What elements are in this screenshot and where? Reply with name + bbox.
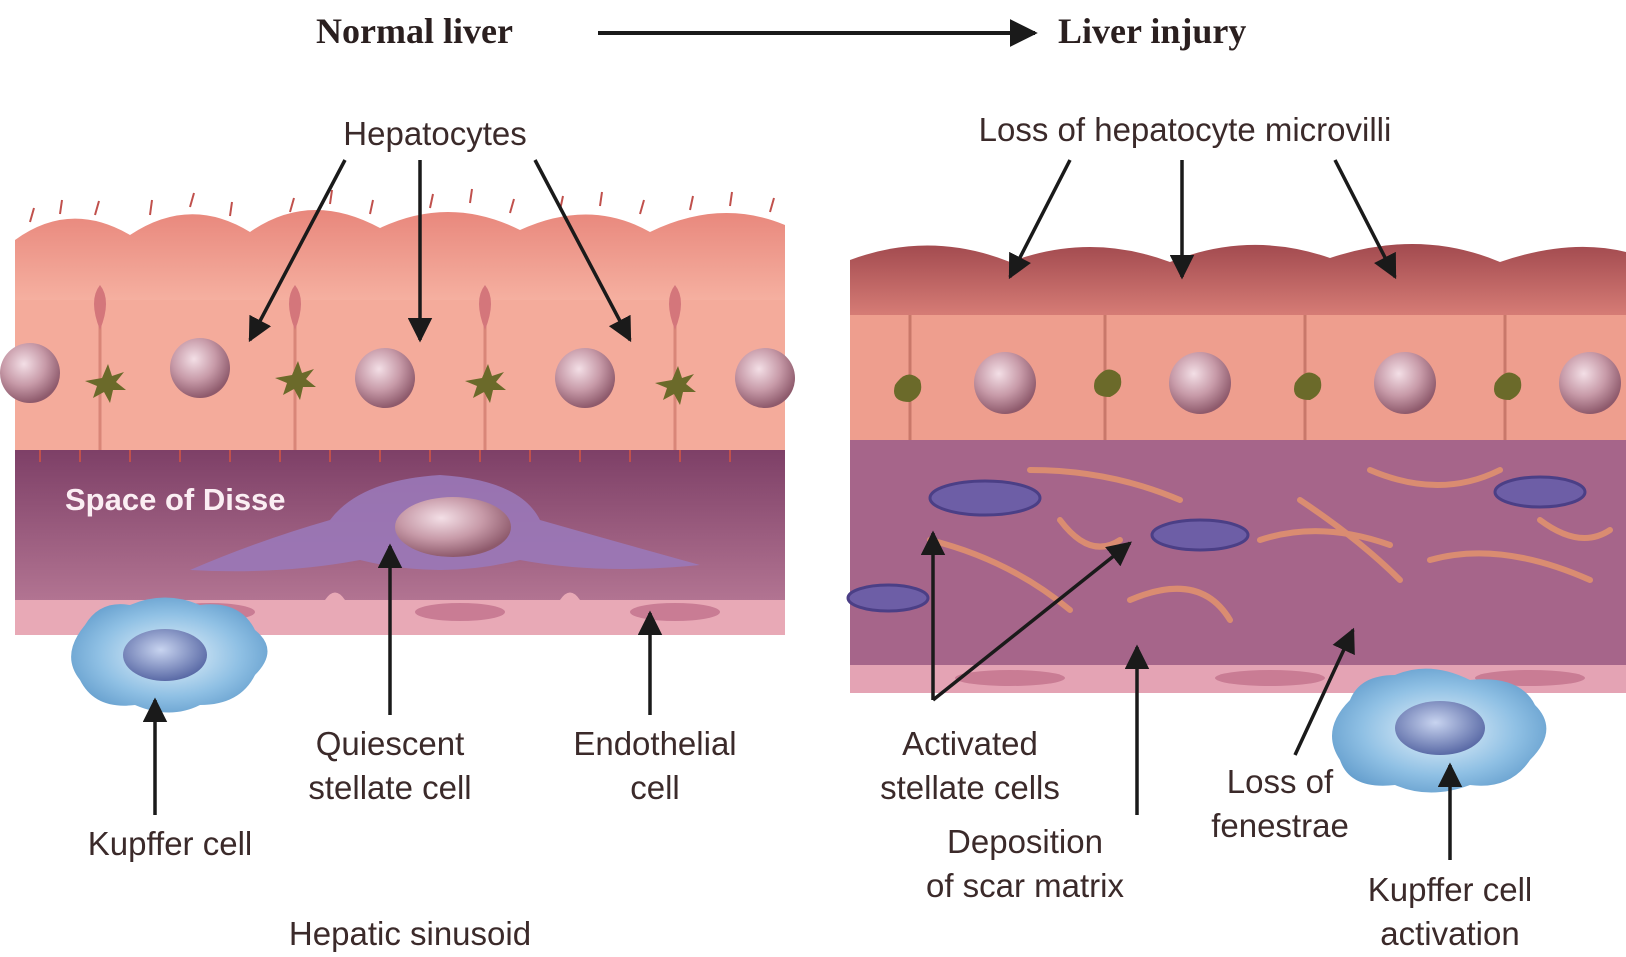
hepatocyte-nucleus (1169, 352, 1231, 414)
quiescent-stellate-label: Quiescent stellate cell (250, 722, 530, 810)
fenestrae-line2: fenestrae (1175, 804, 1385, 848)
quiescent-line1: Quiescent (250, 722, 530, 766)
endothelial-label: Endothelial cell (535, 722, 775, 810)
kupffer-activation-label: Kupffer cell activation (1330, 868, 1570, 956)
activated-line2: stellate cells (845, 766, 1095, 810)
deposition-line2: of scar matrix (880, 864, 1170, 908)
activated-stellate-cell (1152, 520, 1248, 550)
hepatocyte-nucleus (0, 343, 60, 403)
activated-stellate-cell (1495, 477, 1585, 507)
hepatocyte-nucleus (735, 348, 795, 408)
loss-of-fenestrae-label: Loss of fenestrae (1175, 760, 1385, 848)
normal-liver-panel (0, 189, 795, 713)
hepatocyte-nucleus (974, 352, 1036, 414)
activated-stellate-label: Activated stellate cells (845, 722, 1095, 810)
hepatocyte-nucleus (555, 348, 615, 408)
activated-stellate-cell (848, 585, 928, 611)
hepatocyte-nucleus (1559, 352, 1621, 414)
endothelial-line2: cell (535, 766, 775, 810)
microvilli-loss-label: Loss of hepatocyte microvilli (900, 108, 1470, 152)
liver-injury-title: Liver injury (1058, 10, 1246, 52)
quiescent-line2: stellate cell (250, 766, 530, 810)
normal-liver-title: Normal liver (316, 10, 513, 52)
hepatocyte-nucleus (1374, 352, 1436, 414)
space-of-disse-label: Space of Disse (65, 482, 286, 518)
activated-line1: Activated (845, 722, 1095, 766)
hepatocyte-surface-right (850, 244, 1626, 320)
deposition-label: Deposition of scar matrix (880, 820, 1170, 908)
microvilli-top-left (15, 210, 785, 305)
fenestrae-line1: Loss of (1175, 760, 1385, 804)
hepatocytes-label: Hepatocytes (300, 112, 570, 156)
hepatocyte-nucleus (355, 348, 415, 408)
activated-stellate-cell (930, 481, 1040, 515)
deposition-line1: Deposition (880, 820, 1170, 864)
hepatic-sinusoid-label: Hepatic sinusoid (240, 912, 580, 956)
liver-injury-panel (848, 244, 1626, 793)
hepatocyte-nucleus (170, 338, 230, 398)
kupffer-activation-line1: Kupffer cell (1330, 868, 1570, 912)
kupffer-activation-line2: activation (1330, 912, 1570, 956)
endothelial-line1: Endothelial (535, 722, 775, 766)
kupffer-cell-label: Kupffer cell (55, 822, 285, 866)
